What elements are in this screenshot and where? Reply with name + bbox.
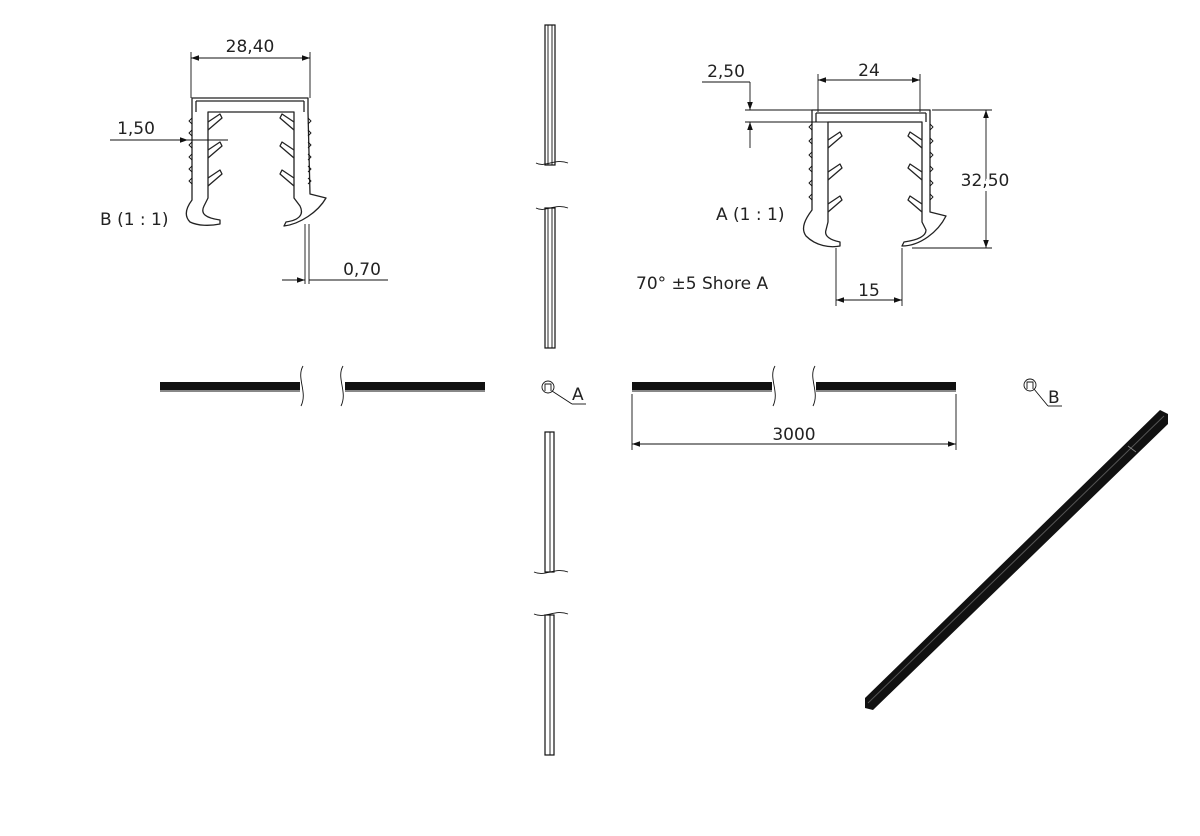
detail-a-dimensions: [702, 74, 992, 306]
side-view-left: [160, 365, 485, 407]
callout-b-label: B: [1048, 388, 1060, 408]
detail-b-profile: [185, 97, 327, 227]
material-note: 70° ±5 Shore A: [636, 274, 768, 294]
section-b-callout: [1023, 378, 1062, 407]
detail-b-tip-dim: 0,70: [343, 260, 381, 280]
callout-a-label: A: [572, 385, 584, 405]
detail-b-width-dim: 28,40: [226, 37, 275, 57]
detail-a-top-offset-dim: 2,50: [707, 62, 745, 82]
detail-a-height-dim: 32,50: [961, 171, 1010, 191]
detail-a-profile: [802, 109, 947, 248]
detail-a-label: A (1 : 1): [716, 205, 784, 225]
bottom-view: [533, 431, 569, 756]
detail-a-opening-dim: 15: [858, 281, 880, 301]
isometric-view: [865, 410, 1168, 710]
front-view-length-dim: 3000: [772, 425, 815, 445]
detail-b-wall-dim: 1,50: [117, 119, 155, 139]
front-view: [631, 365, 957, 450]
section-a-callout: [541, 380, 586, 405]
detail-b-label: B (1 : 1): [100, 210, 169, 230]
detail-b-dimensions: [110, 52, 388, 284]
detail-a-inner-width-dim: 24: [858, 61, 880, 81]
top-view-upper: [535, 24, 569, 349]
